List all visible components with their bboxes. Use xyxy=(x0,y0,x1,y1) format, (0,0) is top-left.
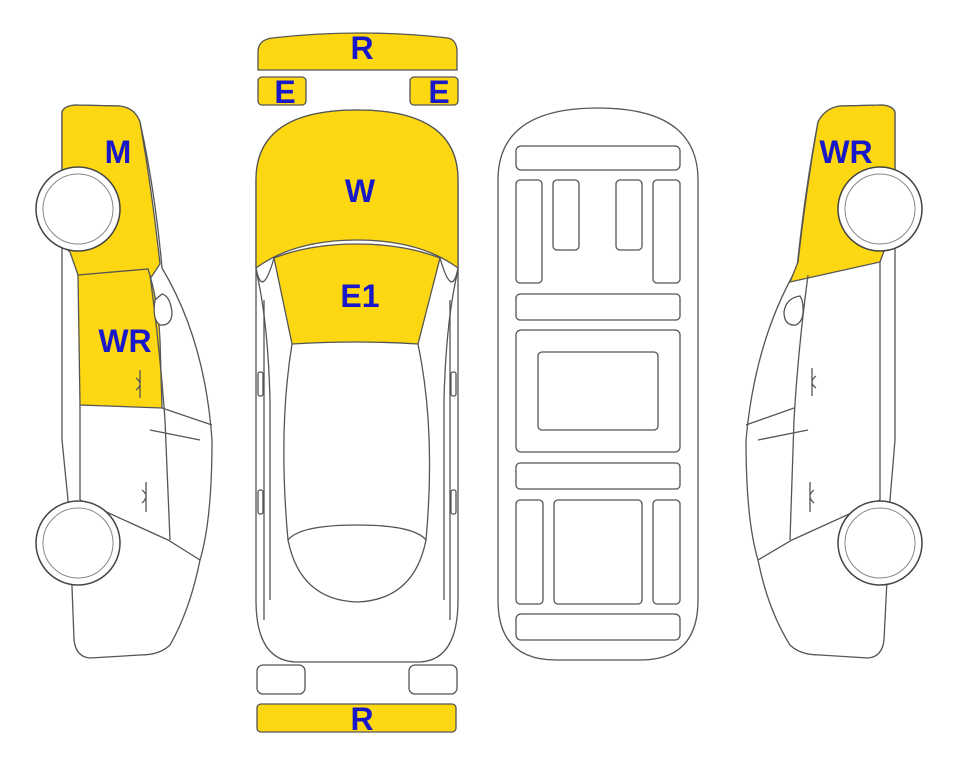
right-front-fender-label: WR xyxy=(819,134,872,170)
front-left-door-panel xyxy=(515,179,543,284)
left-rear-wheel-inner xyxy=(42,507,114,579)
right-rear-door-handle xyxy=(809,482,815,512)
right-front-wheel-icon xyxy=(837,166,923,252)
center-console xyxy=(537,351,659,431)
left-rear-door-handle xyxy=(141,482,147,512)
right-handle-front xyxy=(450,371,457,397)
left-front-door-label: WR xyxy=(98,323,151,359)
driver-seat xyxy=(552,179,580,251)
left-rear-wheel-icon xyxy=(35,500,121,586)
front-seat-row xyxy=(515,293,681,321)
rear-left-panel xyxy=(515,499,544,605)
right-door-belt xyxy=(745,407,795,426)
windshield[interactable] xyxy=(273,243,441,345)
left-mirror-label: E xyxy=(274,74,295,110)
hood-label: W xyxy=(345,173,376,209)
right-a-pillar xyxy=(439,257,459,600)
left-door-belt xyxy=(161,407,213,426)
rear-center-panel xyxy=(553,499,643,605)
left-handle-front xyxy=(257,371,264,397)
left-side-mirror xyxy=(153,293,173,326)
hood[interactable] xyxy=(255,109,459,270)
left-front-wheel-icon xyxy=(35,166,121,252)
rear-right-light xyxy=(408,664,458,695)
rear-seat-row xyxy=(515,462,681,490)
front-right-door-panel xyxy=(652,179,681,284)
interior-view xyxy=(497,107,699,661)
right-rear-wheel-inner xyxy=(844,507,916,579)
left-mirror[interactable] xyxy=(257,76,307,106)
rear-bumper-label: R xyxy=(350,701,373,737)
right-side-mirror xyxy=(783,295,804,326)
right-mirror[interactable] xyxy=(409,76,459,106)
dashboard xyxy=(515,145,681,171)
trunk-panel xyxy=(515,613,681,641)
rear-window xyxy=(287,539,427,603)
left-front-door-handle xyxy=(135,370,141,398)
rear-left-light xyxy=(256,664,306,695)
left-front-wheel-inner xyxy=(42,173,114,245)
left-handle-rear xyxy=(257,489,264,515)
front-bumper-label: R xyxy=(350,30,373,66)
front-bumper[interactable] xyxy=(257,32,458,71)
left-a-pillar xyxy=(255,257,275,600)
windshield-label: E1 xyxy=(340,278,379,314)
right-handle-rear xyxy=(450,489,457,515)
right-rear-wheel-icon xyxy=(837,500,923,586)
right-front-wheel-inner xyxy=(844,173,916,245)
rear-right-panel xyxy=(652,499,681,605)
passenger-seat xyxy=(615,179,643,251)
right-front-door-handle xyxy=(811,368,817,396)
left-sill-line xyxy=(149,429,201,441)
roof-outline xyxy=(283,343,431,542)
rear-bumper[interactable] xyxy=(256,703,457,733)
right-mirror-label: E xyxy=(428,74,449,110)
right-window-line xyxy=(789,274,809,541)
top-view xyxy=(255,32,459,733)
right-sill-line xyxy=(757,429,809,441)
left-front-fender-label: M xyxy=(105,134,132,170)
left-door-rear-edge xyxy=(79,499,201,561)
left-window-line xyxy=(149,274,171,541)
